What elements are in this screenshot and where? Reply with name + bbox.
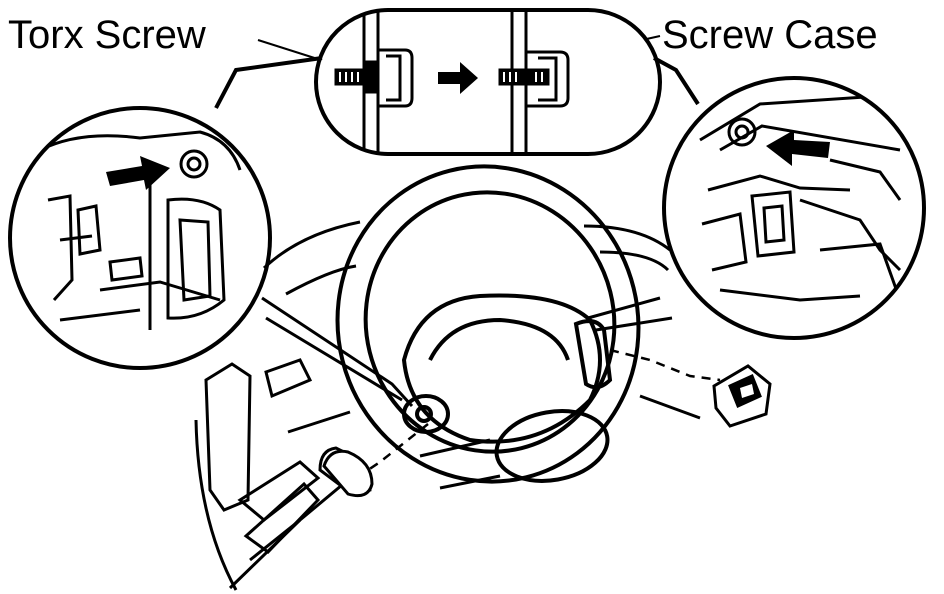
bubble-connectors	[214, 56, 700, 109]
steering-wheel	[335, 164, 641, 484]
screw-after-icon	[498, 10, 570, 154]
left-pointer-arrow-icon	[106, 156, 170, 190]
screw-path-dashes	[361, 348, 721, 476]
screw-case-label: Screw Case	[662, 13, 878, 57]
torx-screw-label: Torx Screw	[8, 13, 206, 57]
detail-pointers	[261, 296, 673, 408]
right-pointer-arrow-icon	[766, 130, 830, 166]
cover-part-icon	[322, 449, 374, 498]
screw-detail-bubble	[314, 8, 662, 156]
transition-arrow-icon	[438, 62, 478, 94]
right-screw-detail	[662, 76, 926, 340]
left-screw-detail	[8, 106, 272, 370]
screw-before-icon	[334, 10, 414, 154]
screw-case-part-icon	[712, 364, 772, 428]
